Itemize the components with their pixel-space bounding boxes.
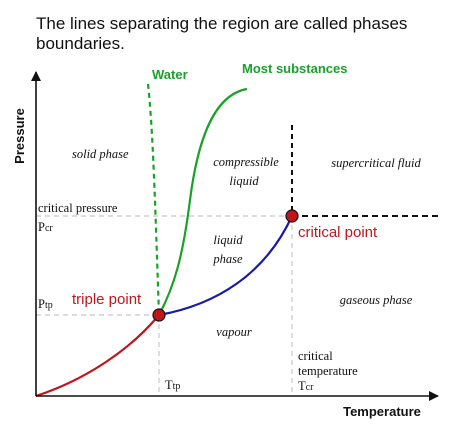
vaporization-curve — [158, 215, 294, 317]
sublimation-curve — [35, 314, 160, 398]
liquid-phase-label-2: phase — [212, 252, 243, 266]
p-cr-label: Pcr — [38, 220, 53, 234]
critical-pressure-label: critical pressure — [38, 201, 118, 215]
critical-point-marker — [285, 209, 299, 223]
most-substances-melting-curve — [158, 87, 248, 316]
supercritical-fluid-label: supercritical fluid — [331, 156, 421, 170]
caption: The lines separating the region are call… — [36, 14, 408, 53]
liquid-phase-label-1: liquid — [213, 233, 243, 247]
y-axis-label: Pressure — [12, 108, 27, 164]
most-substances-label: Most substances — [242, 61, 347, 76]
t-tp-label: Ttp — [165, 378, 180, 392]
critical-point-label: critical point — [298, 224, 378, 241]
compressible-liquid-label-1: compressible — [213, 155, 279, 169]
water-melting-curve — [146, 83, 161, 316]
x-axis-label: Temperature — [343, 404, 421, 419]
p-tp-label: Ptp — [38, 297, 53, 311]
water-label: Water — [152, 67, 188, 82]
compressible-liquid-label-2: liquid — [229, 174, 259, 188]
triple-point-label: triple point — [72, 291, 142, 308]
t-cr-label: Tcr — [298, 379, 314, 393]
vapour-label: vapour — [216, 325, 252, 339]
critical-temperature-label-1: critical — [298, 349, 333, 363]
solid-phase-label: solid phase — [72, 147, 129, 161]
triple-point-marker — [152, 308, 166, 322]
gaseous-phase-label: gaseous phase — [340, 293, 413, 307]
critical-temperature-label-2: temperature — [298, 364, 358, 378]
